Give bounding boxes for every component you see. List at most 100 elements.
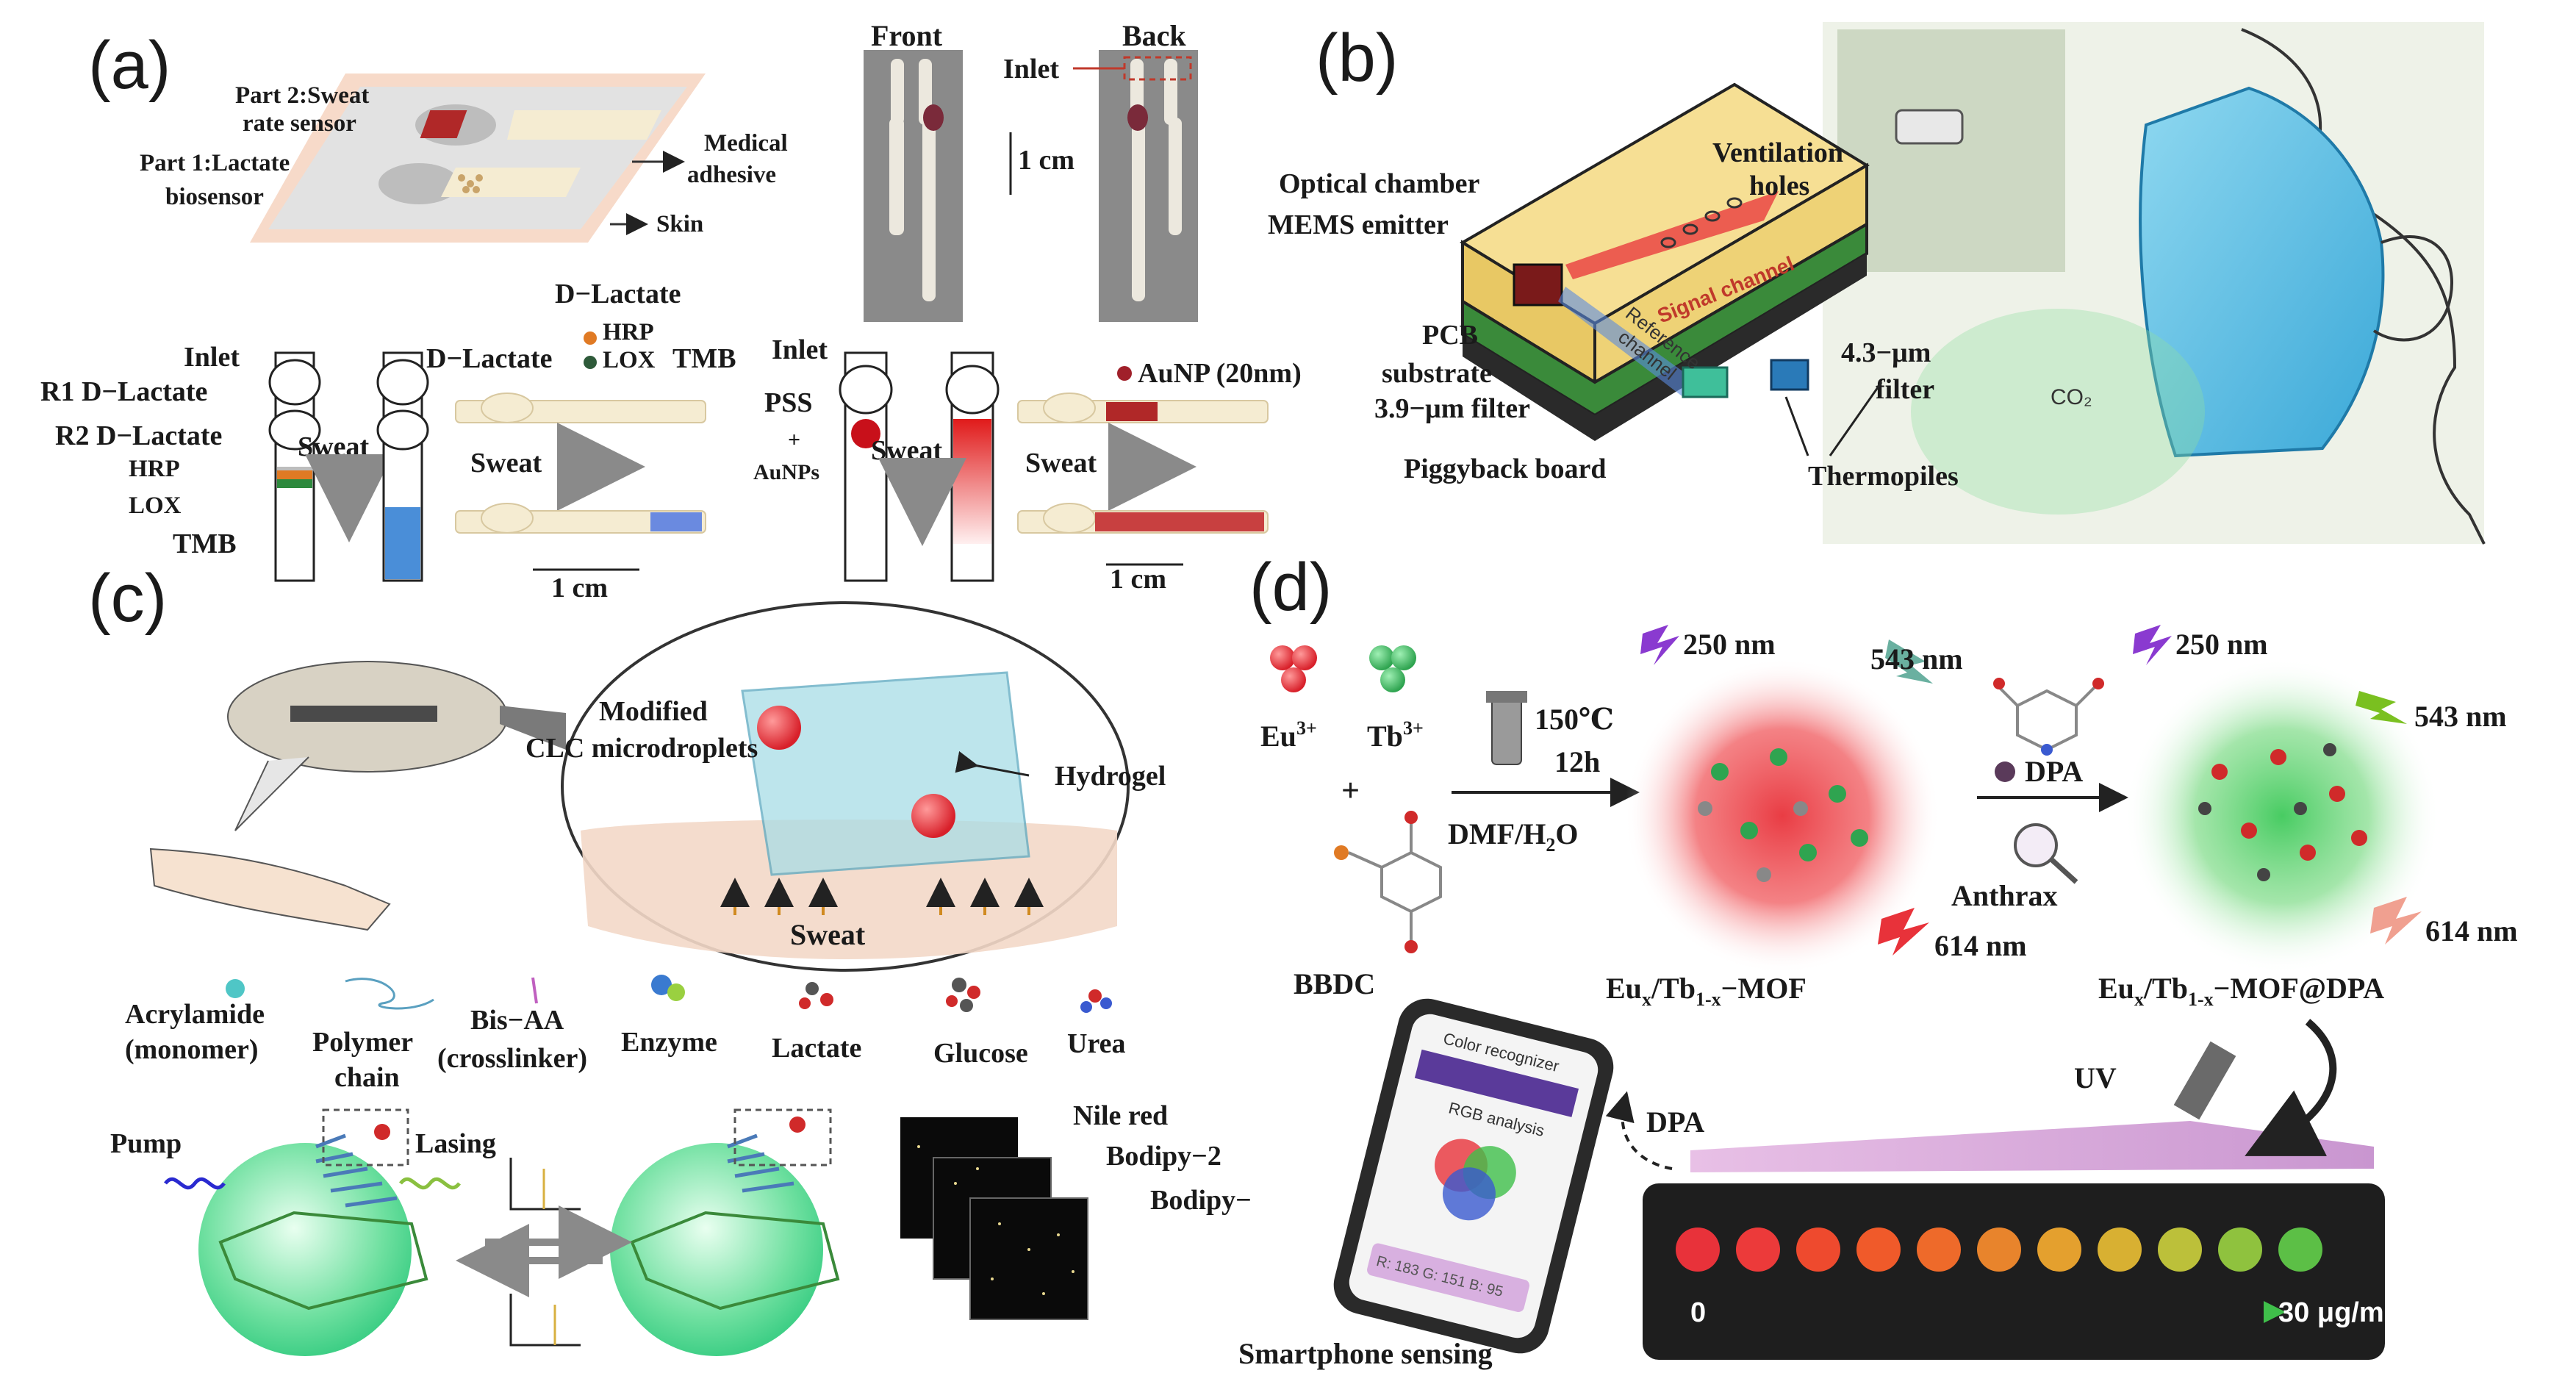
filter-43-block [1770,359,1809,391]
piggyback-label: Piggyback board [1404,454,1607,484]
lasing-label: Lasing [415,1128,496,1159]
dpa-o-atom-2 [2092,678,2104,689]
sweat-arrows [720,878,1044,915]
flow1-lox-dot [584,356,597,369]
rgb-blue [1442,1167,1496,1221]
strip1-lox [277,479,312,488]
hydrogel-label: Hydrogel [1055,761,1166,792]
flow1-hrp: HRP [603,319,654,345]
flow2-aunp-dot [1117,366,1132,381]
lasing-wave [399,1177,461,1190]
flow1-top-pad [481,393,534,423]
front-device-dot [923,104,944,131]
strip1-lox-label: LOX [129,492,182,519]
thermopiles-label: Thermopiles [1808,461,1959,492]
dye-bodipy: Bodipy− [1150,1185,1252,1216]
mof2-wave3: 614 nm [2425,914,2518,947]
flow2-aunp: AuNP (20nm) [1138,358,1302,389]
strip1-tmb: TMB [173,528,237,559]
mof1-glow [1624,658,1940,974]
magnifier-handle [2050,858,2078,884]
bbdc-o-atom-2 [1404,940,1418,953]
mems-emitter-block [1513,263,1563,307]
dpa-dashed-arrow [1605,1091,1673,1170]
lasing-sphere-2 [610,1143,823,1356]
color-dot-5 [1917,1227,1961,1272]
fluor-image-3 [969,1197,1088,1320]
flow1-hrp-dot [584,331,597,345]
mof1-wave3: 614 nm [1934,929,2027,962]
legend-bisaa: Bis−AA [470,1005,564,1036]
sweat-rate-channel-red [420,110,467,138]
lactate-sensor-pad [378,163,459,204]
part2-label-line2: rate sensor [243,110,356,137]
ventilation-line1: Ventilation [1712,137,1843,168]
strip2b-red-fill [953,419,991,544]
thermopile-pointer-1 [1784,396,1809,456]
strip1-hrp-label: HRP [129,456,180,482]
clc-helix-2 [727,1133,794,1193]
lactate-strip [441,168,581,197]
part1-label-line1: Part 1:Lactate [140,150,290,176]
legend-acrylamide-sub: (monomer) [125,1034,258,1065]
legend-bisaa-sub: (crosslinker) [437,1043,587,1074]
part1-label-line2: biosensor [165,184,264,210]
thermopile-pointer-2 [1829,381,1883,456]
color-dot-10 [2218,1227,2262,1272]
back-device [1130,59,1182,301]
flow2-sweat: Sweat [1025,448,1097,479]
mof1-wave1: 250 nm [1683,628,1776,661]
flow1-lox: LOX [603,347,656,373]
bbdc-label: BBDC [1294,967,1375,1000]
scale-start: 0 [1690,1297,1706,1328]
dpa-arrow-label: DPA [1646,1105,1704,1139]
dpa-n-atom [2041,744,2053,756]
legend-lactate: Lactate [772,1033,861,1064]
scale-end: 30 μg/mL [2278,1297,2401,1328]
mof1-wave2: 543 nm [1870,642,1963,675]
temp-label: 150℃ [1535,703,1614,736]
clc-zoom-box-1 [322,1108,409,1166]
red-bolt-1 [1878,908,1929,956]
reference-channel-beam [1558,287,1698,397]
photo-scale-label: 1 cm [1018,145,1074,176]
acrylamide-icon [226,979,245,998]
color-dot-6 [1977,1227,2021,1272]
enzyme-icon [651,975,685,1001]
flow2-red-zone [1106,402,1158,421]
ventilation-holes [1660,197,1743,248]
sweat-label: Sweat [790,918,866,951]
front-photo [864,50,963,322]
part2-label-line1: Part 2:Sweat [235,82,369,109]
co2-label: CO₂ [2051,385,2092,409]
color-scale-panel [1643,1183,2385,1360]
strip2-pss-dot [851,419,880,448]
flow2-red-band [1095,512,1264,531]
panel-d-label: (d) [1249,550,1332,625]
uv-light-beam [1690,1121,2374,1172]
strip1-r2-label: R2 D−Lactate [55,420,222,451]
dpa-dot [1995,761,2015,782]
dye-nile-red: Nile red [1073,1100,1168,1131]
uv-lamp [2173,1041,2236,1120]
color-dot-row [1676,1227,2322,1272]
color-dot-7 [2037,1227,2081,1272]
strip1-hrp [277,470,312,479]
mof2-label: Eux/Tb1-x−MOF@DPA [2098,972,2384,1010]
pcb-line1: PCB [1422,320,1478,351]
hydrogel-pointer [955,750,1030,777]
medical-adhesive-line2: adhesive [687,162,776,188]
analyte-dot-1 [374,1124,390,1140]
flow1-tmb: TMB [672,343,736,374]
strip1b-blue-fill [385,507,420,579]
dye-bodipy-2: Bodipy−2 [1106,1141,1221,1172]
signal-channel-beam [1565,191,1779,279]
filter-39-block [1682,366,1729,398]
plus-label: + [1341,773,1360,809]
color-dot-3 [1796,1227,1840,1272]
flow1-scale: 1 cm [551,573,608,603]
color-dot-11 [2278,1227,2322,1272]
optical-chamber-label: Optical chamber [1279,168,1479,199]
uv-label: UV [2074,1061,2117,1094]
